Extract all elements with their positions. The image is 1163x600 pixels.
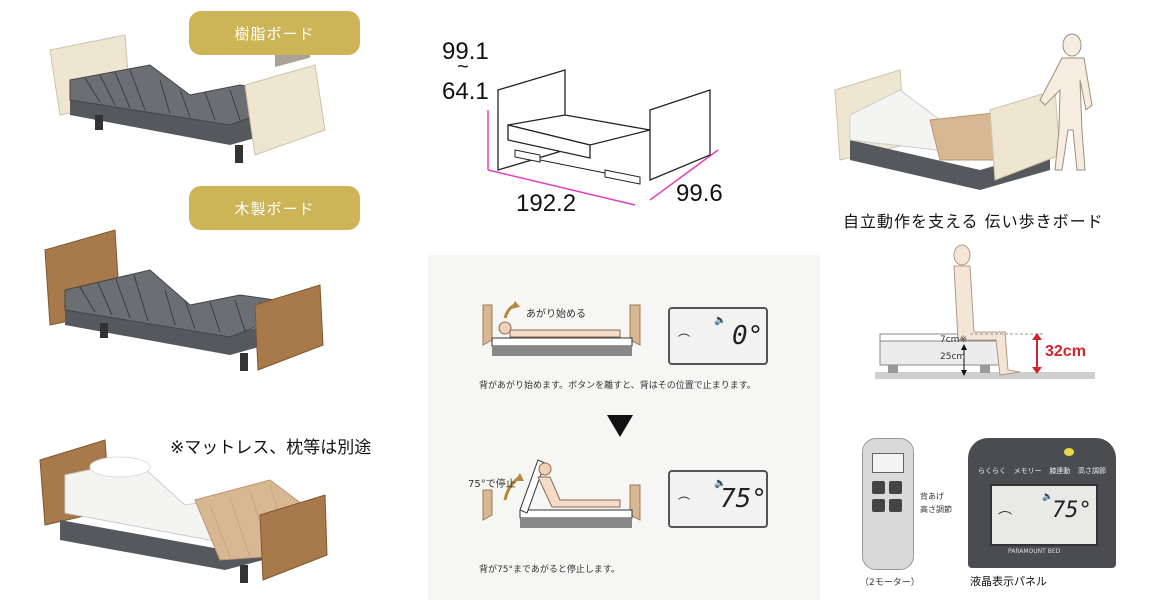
height-up-button — [872, 499, 885, 512]
height-max-label: 99.1 — [442, 38, 489, 65]
panel-tab-memory[interactable]: メモリー — [1013, 467, 1042, 475]
lcd-degree-75: 75° — [720, 484, 767, 514]
remote-height-label: 高さ調節 — [920, 505, 952, 514]
step1-caption: 背があがり始めます。ボタンを離すと、背はその位置で止まります。 — [479, 381, 756, 391]
speaker-icon: 🔈 — [714, 315, 727, 326]
height-min-label: 64.1 — [442, 78, 489, 105]
mattress-thickness-label: 7cm※ — [940, 335, 967, 345]
step2-caption: 背が75°まであがると停止します。 — [479, 565, 620, 575]
back-down-button — [889, 481, 902, 494]
lcd-panel-device: らくらく メモリー 膝連動 高さ調節 ⌒ 🔈 75° PARAMOUNT BED — [968, 438, 1116, 568]
bed-dimension-diagram — [480, 60, 740, 220]
seated-height-diagram — [870, 240, 1100, 385]
length-label: 192.2 — [516, 190, 577, 217]
panel-tab-knee[interactable]: 膝連動 — [1049, 467, 1071, 475]
speaker-icon-2: 🔈 — [714, 478, 727, 489]
resin-board-badge: 樹脂ボード — [189, 11, 360, 55]
remote-caption: （2モーター） — [860, 578, 920, 588]
wood-board-badge: 木製ボード — [189, 186, 360, 230]
bed-wood-image — [40, 225, 340, 385]
panel-tab-height[interactable]: 高さ調節 — [1077, 467, 1106, 475]
indicator-light — [1064, 448, 1074, 456]
back-up-button — [872, 481, 885, 494]
width-label: 99.6 — [676, 180, 723, 207]
down-arrow-icon — [607, 415, 633, 437]
panel-tab-rakuraku[interactable]: らくらく — [978, 467, 1006, 475]
floor-height-label: 25cm — [940, 352, 966, 362]
height-tilde: ~ — [457, 56, 469, 78]
panel-caption: 液晶表示パネル — [970, 575, 1047, 588]
bed-resin-image — [40, 20, 340, 170]
lcd-display-flat: ⌒ 🔈 0° — [668, 307, 768, 365]
mattress-note: ※マットレス、枕等は別途 — [170, 438, 372, 458]
panel-brand: PARAMOUNT BED — [1008, 548, 1061, 555]
total-height-label: 32cm — [1045, 343, 1086, 360]
panel-speaker-icon: 🔈 — [1042, 492, 1054, 502]
remote-back-label: 背あげ — [920, 492, 944, 501]
walk-board-bed-image — [830, 30, 1130, 200]
reclining-icon: ⌒ — [678, 333, 691, 347]
bed-flat-illustration — [480, 300, 645, 370]
lcd-degree-0: 0° — [732, 321, 764, 351]
step2-arrow-label: 75°で停止 — [468, 479, 516, 490]
panel-reclining-icon: ⌒ — [998, 511, 1012, 527]
step1-arrow-label: あがり始める — [526, 309, 586, 320]
sitting-icon: ⌒ — [678, 496, 691, 510]
walk-board-caption: 自立動作を支える 伝い歩きボード — [843, 212, 1104, 231]
bed-with-mattress-image — [35, 435, 340, 595]
lcd-display-raised: ⌒ 🔈 75° — [668, 470, 768, 528]
height-down-button — [889, 499, 902, 512]
remote-screen — [872, 453, 904, 473]
panel-screen: ⌒ 🔈 75° — [990, 484, 1098, 546]
panel-degree: 75° — [1052, 498, 1092, 523]
bed-raised-illustration — [480, 455, 645, 535]
remote-controller — [862, 438, 914, 570]
